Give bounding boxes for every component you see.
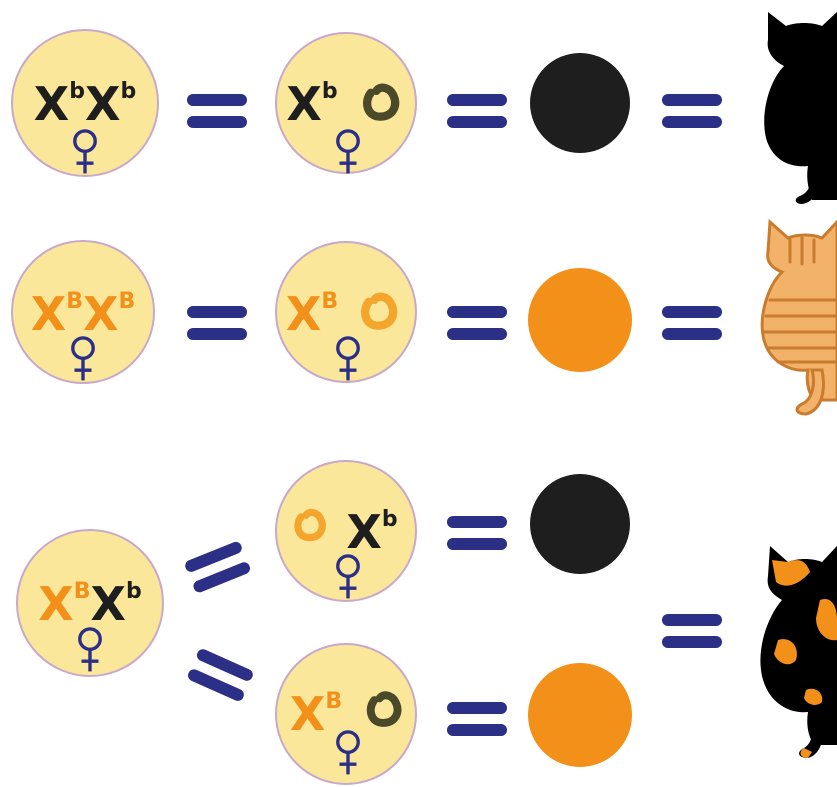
- x-chromosome: X: [346, 505, 381, 559]
- svg-text:XbXb: XbXb: [34, 77, 136, 131]
- allele-B: B: [321, 289, 338, 314]
- equals-sign-icon: [187, 306, 247, 340]
- svg-text:Xb: Xb: [346, 505, 397, 559]
- allele-B: B: [325, 689, 342, 714]
- inactivated-cell-upper-b-active: Xb: [275, 460, 417, 602]
- inactivated-cell-b: Xb: [275, 32, 417, 176]
- equals-sign-icon: [447, 94, 507, 128]
- equals-sign-icon: [662, 614, 722, 648]
- orange-phenotype-dot: [528, 268, 632, 372]
- orange-tabby-cat-icon: [760, 218, 837, 416]
- svg-text:XBXb: XBXb: [38, 577, 141, 631]
- equals-sign-icon: [447, 702, 507, 736]
- black-cat-icon: [764, 12, 837, 204]
- black-phenotype-dot: [530, 474, 630, 574]
- genotype-cell-bb: XbXb: [11, 29, 159, 177]
- x-chromosome-1: X: [38, 577, 73, 631]
- equals-sign-icon: [187, 94, 247, 128]
- allele-B: B: [74, 579, 91, 604]
- equals-sign-icon: [447, 306, 507, 340]
- x-chromosome-1: X: [34, 77, 69, 131]
- tabby-stripes: [762, 236, 837, 364]
- svg-text:Xb: Xb: [286, 77, 337, 131]
- x-chromosome: X: [290, 687, 325, 741]
- allele-b: b: [126, 579, 142, 604]
- row-black-female: XbXb Xb: [11, 12, 837, 204]
- svg-text:XBXB: XBXB: [31, 287, 136, 341]
- equals-sign-icon: [447, 516, 507, 550]
- x-chromosome-2: X: [91, 577, 126, 631]
- x-chromosome-2: X: [83, 287, 118, 341]
- allele-b: b: [322, 79, 338, 104]
- svg-text:XB: XB: [290, 687, 342, 741]
- inactivated-cell-B: XB: [275, 241, 417, 383]
- allele-B-2: B: [118, 289, 135, 314]
- allele-B-1: B: [66, 289, 83, 314]
- x-chromosome: X: [286, 287, 321, 341]
- genotype-cell-Bb: XBXb: [16, 529, 164, 677]
- allele-b: b: [382, 507, 398, 532]
- row-orange-female: XBXB XB: [11, 218, 837, 416]
- inactivated-cell-lower-B-active: XB: [275, 643, 417, 785]
- orange-phenotype-dot: [528, 663, 632, 767]
- allele-b-1: b: [69, 79, 85, 104]
- x-chromosome-1: X: [31, 287, 66, 341]
- equals-sign-icon: [662, 306, 722, 340]
- svg-text:XB: XB: [286, 287, 338, 341]
- genotype-cell-BB: XBXB: [11, 240, 155, 384]
- equals-sign-icon: [662, 94, 722, 128]
- equals-sign-up-icon: [183, 540, 252, 595]
- calico-cat-icon: [760, 546, 837, 758]
- row-calico-female: XBXb Xb XB: [16, 460, 837, 785]
- equals-sign-down-icon: [186, 647, 255, 703]
- x-chromosome-2: X: [85, 77, 120, 131]
- x-chromosome: X: [286, 77, 321, 131]
- black-phenotype-dot: [530, 53, 630, 153]
- allele-b-2: b: [120, 79, 136, 104]
